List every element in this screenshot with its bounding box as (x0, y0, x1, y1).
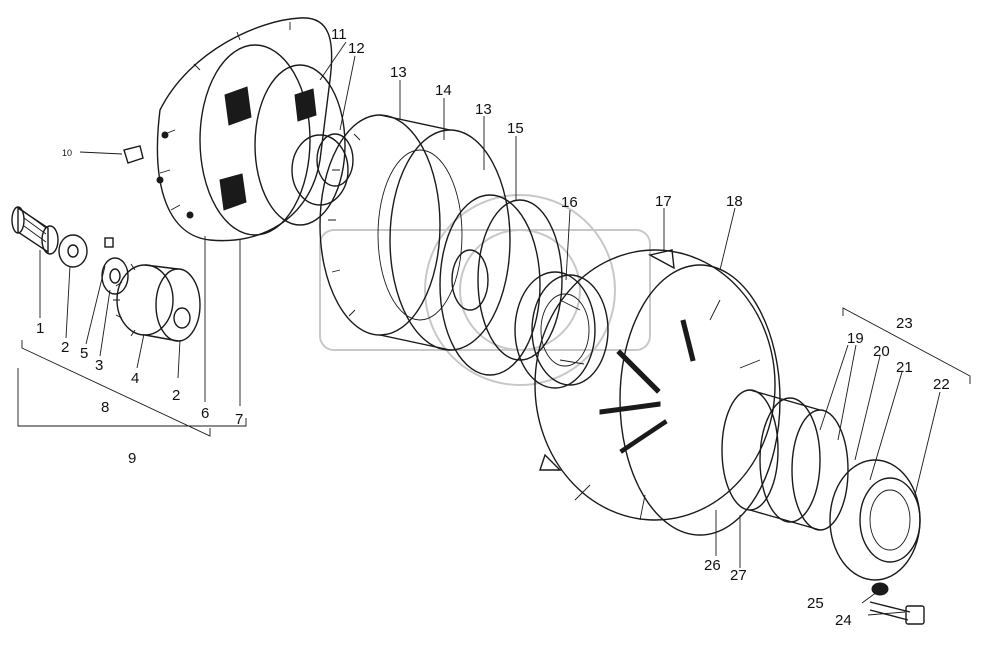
leader-lines (39, 41, 941, 616)
callout-2-right: 2 (172, 387, 180, 404)
callout-10: 10 (62, 148, 72, 158)
callout-7: 7 (235, 411, 243, 428)
callout-3: 3 (95, 357, 103, 374)
part-6-7-planet-carrier (156, 17, 354, 242)
callout-13-mid: 13 (475, 101, 492, 118)
callout-15: 15 (507, 120, 524, 137)
callout-18: 18 (726, 193, 743, 210)
part-2-washer (58, 234, 88, 268)
callout-26: 26 (704, 557, 721, 574)
callout-6: 6 (201, 405, 209, 422)
callout-11: 11 (331, 26, 347, 43)
callout-25: 25 (807, 595, 824, 612)
part-3-lock-washer (101, 237, 129, 295)
callout-13-top: 13 (390, 64, 407, 81)
callout-19: 19 (847, 330, 864, 347)
callout-12: 12 (348, 40, 365, 57)
callout-21: 21 (896, 359, 913, 376)
part-4-gear (113, 263, 201, 342)
callout-labels: 1 2 5 3 4 2 8 6 7 9 10 11 12 13 14 13 15… (36, 26, 950, 629)
watermark (319, 194, 651, 386)
part-10-fitting (79, 145, 144, 164)
callout-14: 14 (435, 82, 452, 99)
part-14-ring-gear (319, 114, 511, 351)
part-18-wheel-hub (534, 249, 781, 536)
part-19-21-seal-stack (721, 389, 849, 531)
callout-27: 27 (730, 567, 747, 584)
callout-8: 8 (101, 399, 109, 416)
part-16-bearing (514, 271, 609, 389)
callout-1: 1 (36, 320, 44, 337)
callout-23: 23 (896, 315, 913, 332)
callout-9: 9 (128, 450, 136, 467)
callout-2-left: 2 (61, 339, 69, 356)
callout-17: 17 (655, 193, 672, 210)
part-1-splined-shaft (11, 206, 59, 255)
callout-24: 24 (835, 612, 852, 629)
group-brackets (17, 307, 971, 437)
callout-20: 20 (873, 343, 890, 360)
callout-22: 22 (933, 376, 950, 393)
callout-4: 4 (131, 370, 139, 387)
part-25-washer (871, 582, 889, 596)
part-22-end-cap (829, 459, 921, 581)
callout-16: 16 (561, 194, 578, 211)
part-24-bolt (869, 601, 925, 625)
callout-5: 5 (80, 345, 88, 362)
